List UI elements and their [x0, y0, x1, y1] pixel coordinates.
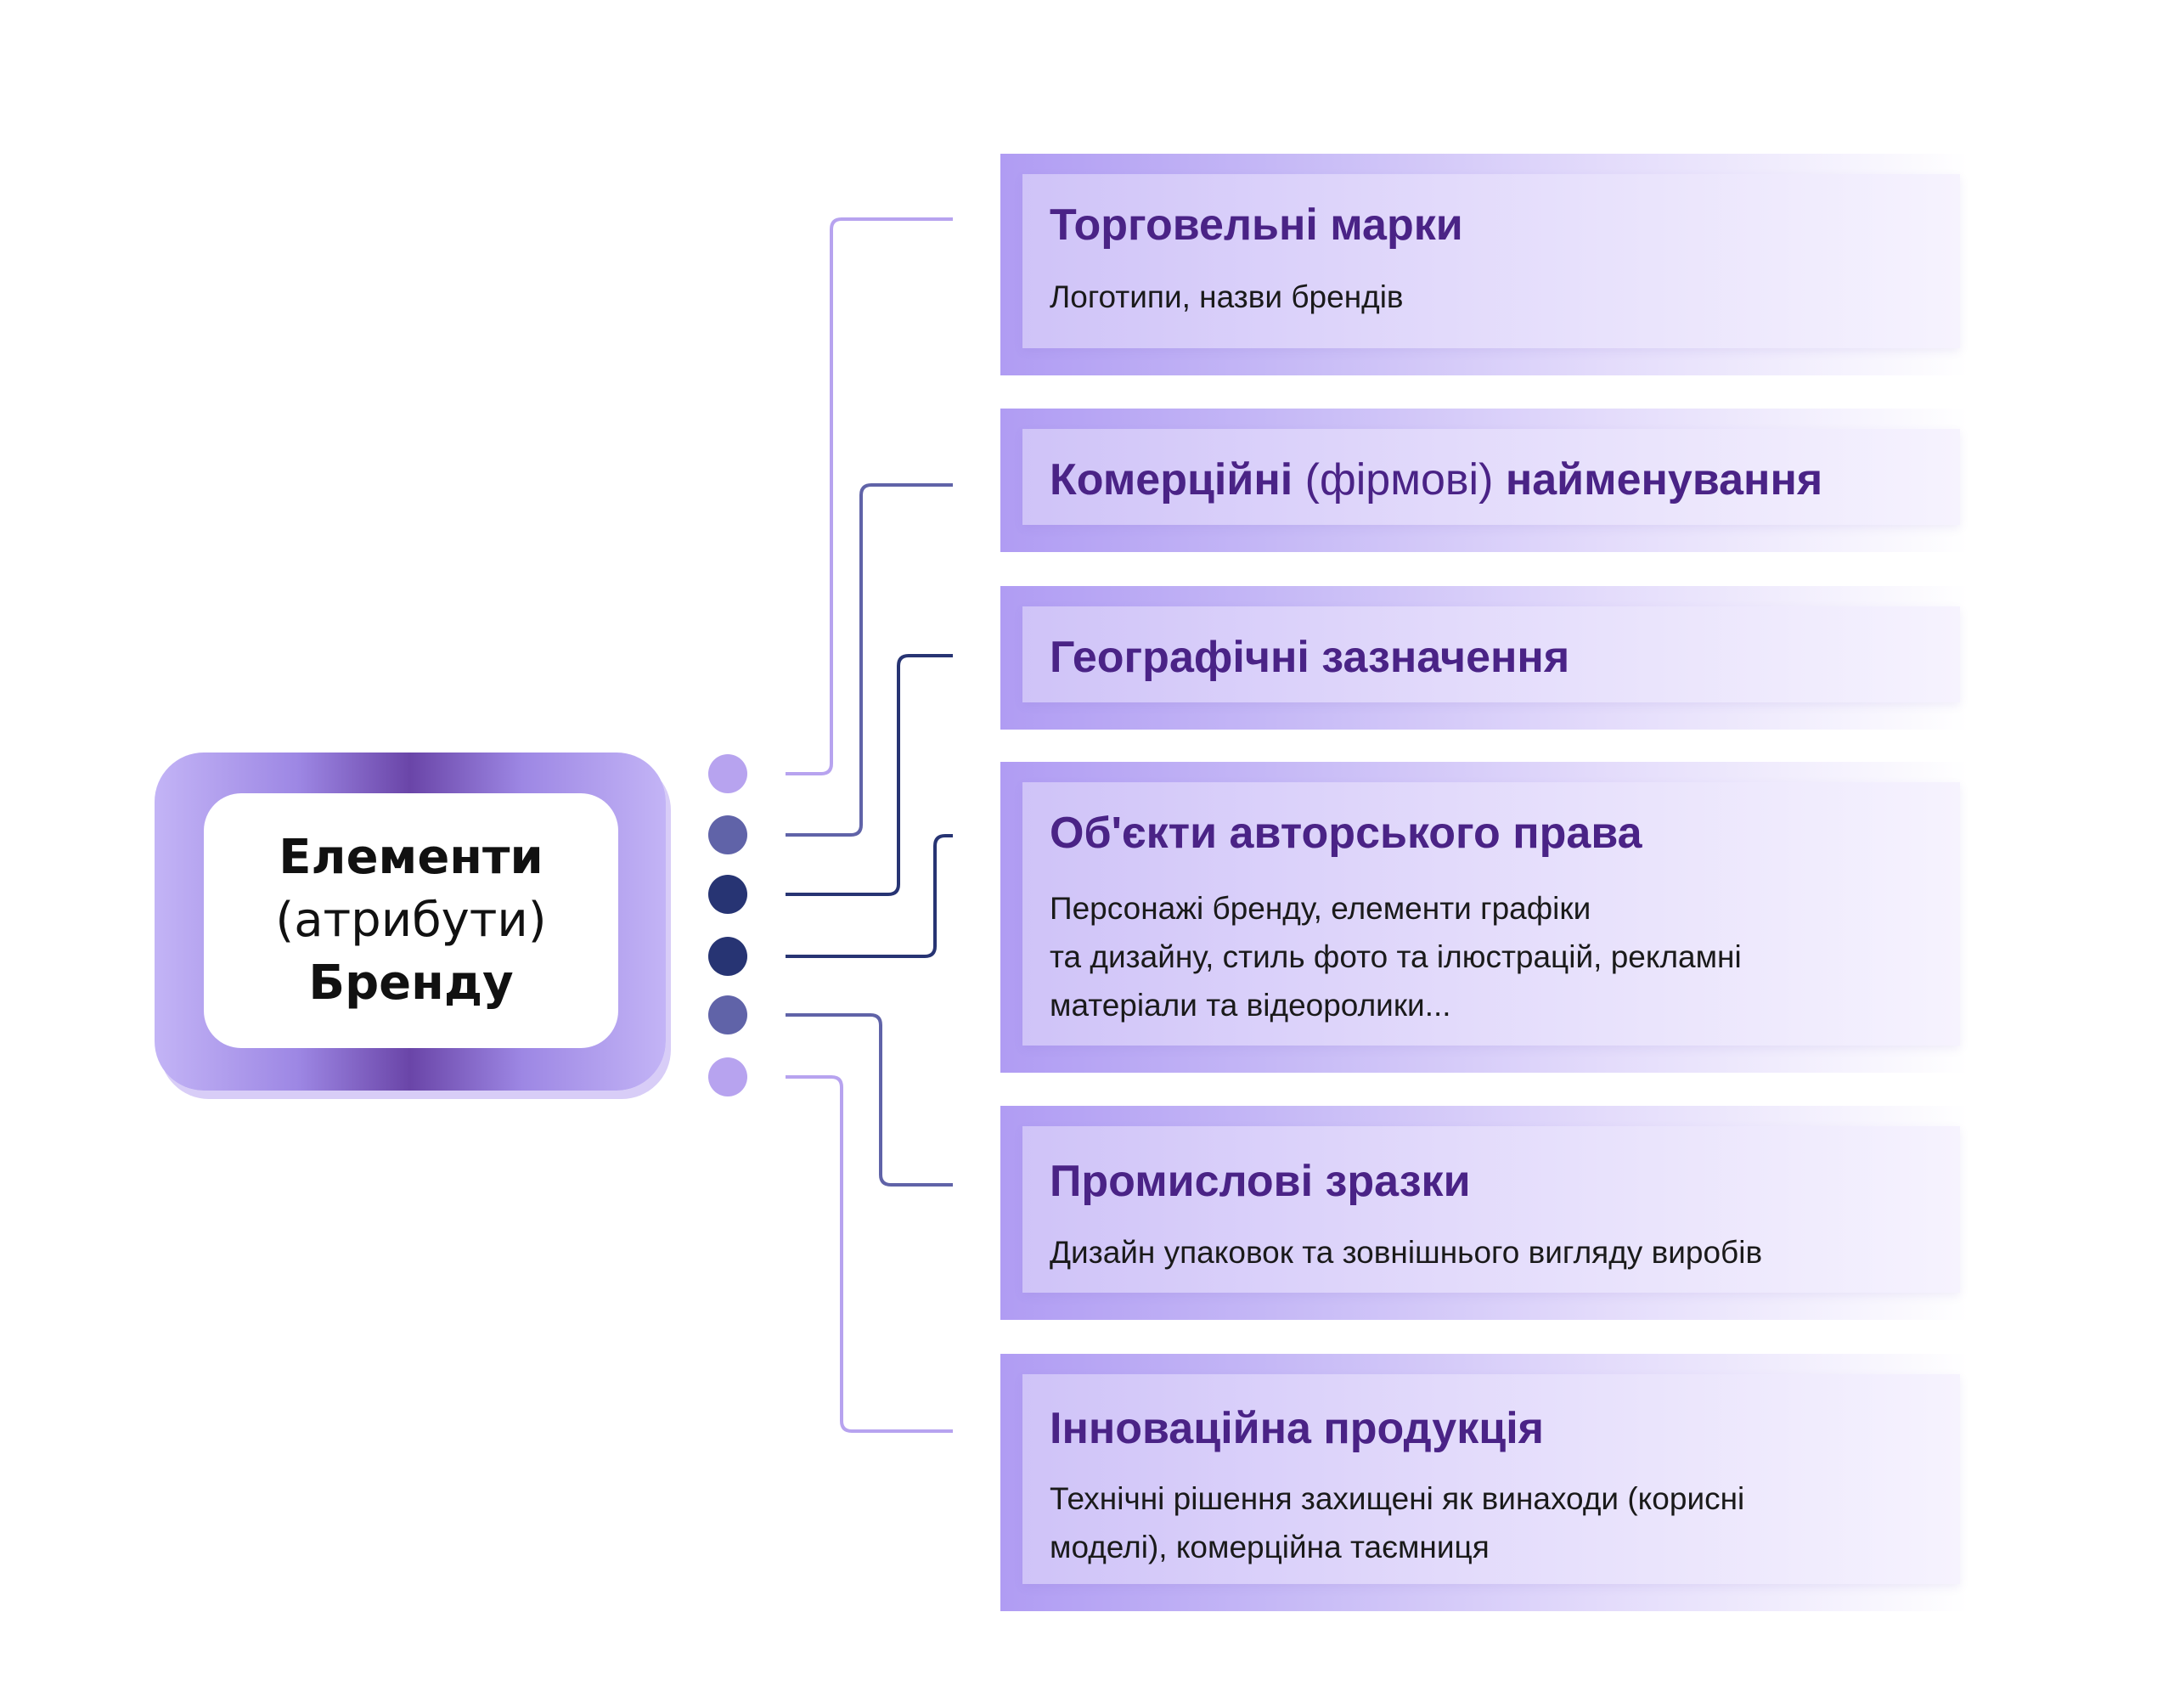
- connector-innovative-products: [786, 1075, 953, 1433]
- card-title: Промислові зразки: [1050, 1157, 1471, 1206]
- connector-dot-1: [708, 754, 747, 793]
- card-commercial-names: Комерційні (фірмові) найменування: [1000, 409, 1968, 552]
- card-description: Персонажі бренду, елементи графіки та ди…: [1050, 891, 1742, 1023]
- card-industrial-designs: Промислові зразки Дизайн упаковок та зов…: [1000, 1106, 1968, 1320]
- connector-commercial-names: [786, 483, 953, 837]
- card-title-part-2: (фірмові): [1293, 455, 1506, 505]
- central-node-line-3: Бренду: [308, 955, 514, 1011]
- card-title-part-3: найменування: [1505, 455, 1823, 505]
- card-title-part-1: Комерційні: [1050, 455, 1293, 505]
- card-description: Логотипи, назви брендів: [1050, 279, 1404, 314]
- connector-copyright: [786, 834, 953, 958]
- card-description: Технічні рішення захищені як винаходи (к…: [1050, 1481, 1745, 1564]
- card-title: Комерційні (фірмові) найменування: [1050, 454, 1943, 506]
- central-node: Елементи (атрибути) Бренду: [155, 753, 666, 1091]
- connector-dot-4: [708, 937, 747, 976]
- central-node-label: Елементи (атрибути) Бренду: [204, 793, 618, 1048]
- card-innovative-products: Інноваційна продукція Технічні рішення з…: [1000, 1354, 1968, 1611]
- card-trademarks: Торговельні марки Логотипи, назви бренді…: [1000, 154, 1968, 375]
- connector-trademarks: [786, 217, 953, 775]
- connector-industrial-designs: [786, 1013, 953, 1187]
- card-title: Інноваційна продукція: [1050, 1404, 1544, 1453]
- card-geographic-indications: Географічні зазначення: [1000, 586, 1968, 730]
- card-description: Дизайн упаковок та зовнішнього вигляду в…: [1050, 1235, 1763, 1270]
- connector-geographic: [786, 654, 953, 896]
- card-title: Об'єкти авторського права: [1050, 809, 1642, 858]
- central-node-line-1: Елементи: [279, 830, 544, 885]
- connector-dot-2: [708, 815, 747, 854]
- card-title: Торговельні марки: [1050, 200, 1463, 250]
- card-copyright-objects: Об'єкти авторського права Персонажі брен…: [1000, 762, 1968, 1073]
- connector-dot-6: [708, 1057, 747, 1096]
- connector-dot-5: [708, 995, 747, 1034]
- card-title: Географічні зазначення: [1050, 633, 1570, 682]
- connector-dot-3: [708, 875, 747, 914]
- central-node-line-2: (атрибути): [275, 893, 547, 948]
